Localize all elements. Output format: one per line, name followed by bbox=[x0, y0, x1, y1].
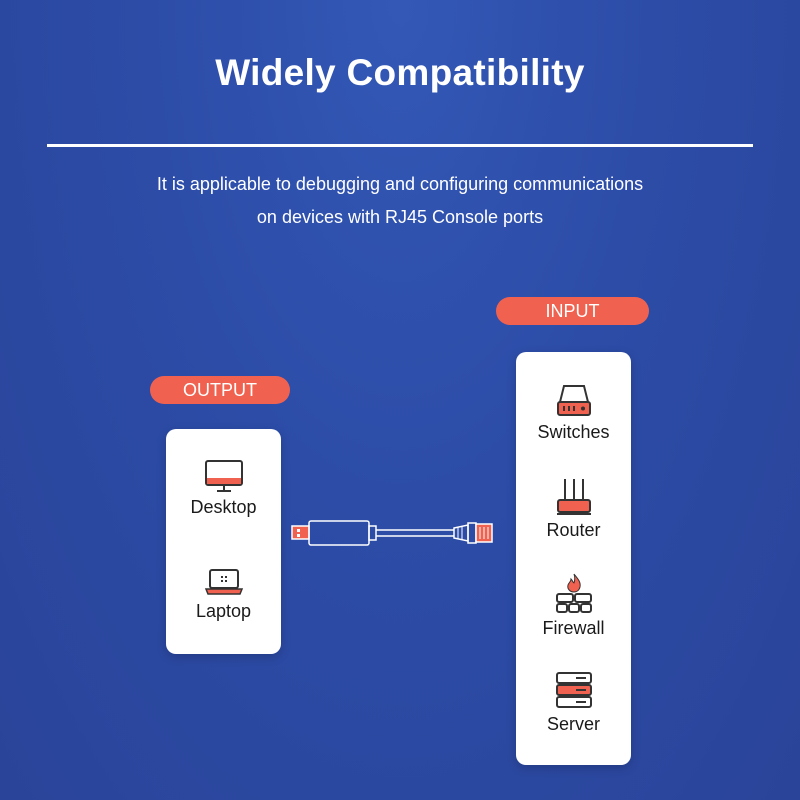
router-icon bbox=[556, 479, 591, 515]
page-subtitle: It is applicable to debugging and config… bbox=[0, 168, 800, 234]
laptop-label: Laptop bbox=[195, 601, 252, 621]
firewall-label: Firewall bbox=[542, 618, 605, 638]
title-divider bbox=[47, 144, 753, 147]
input-badge: INPUT bbox=[496, 297, 649, 325]
input-device-firewall: Firewall bbox=[516, 572, 631, 639]
usb-to-rj45-cable bbox=[291, 520, 493, 546]
output-device-desktop: Desktop bbox=[166, 459, 281, 518]
switch-icon bbox=[556, 385, 591, 416]
desktop-icon bbox=[204, 460, 243, 492]
desktop-label: Desktop bbox=[190, 497, 257, 517]
input-device-switches: Switches bbox=[516, 382, 631, 443]
usb-housing bbox=[308, 520, 370, 546]
usb-plug bbox=[291, 525, 310, 540]
laptop-icon bbox=[204, 569, 243, 595]
input-device-router: Router bbox=[516, 476, 631, 541]
page-title: Widely Compatibility bbox=[215, 52, 585, 93]
input-device-server: Server bbox=[516, 670, 631, 735]
output-badge: OUTPUT bbox=[150, 376, 290, 404]
rj45-boot bbox=[453, 524, 469, 542]
output-device-card: Desktop Laptop bbox=[166, 429, 281, 654]
input-device-card: Switches Router Firewall bbox=[516, 352, 631, 765]
output-device-laptop: Laptop bbox=[166, 567, 281, 622]
server-label: Server bbox=[546, 714, 600, 734]
router-label: Router bbox=[546, 520, 601, 540]
switches-label: Switches bbox=[537, 422, 610, 442]
server-icon bbox=[555, 672, 592, 708]
firewall-icon bbox=[555, 573, 592, 613]
subtitle-line-2: on devices with RJ45 Console ports bbox=[256, 207, 544, 227]
subtitle-line-1: It is applicable to debugging and config… bbox=[156, 174, 644, 194]
